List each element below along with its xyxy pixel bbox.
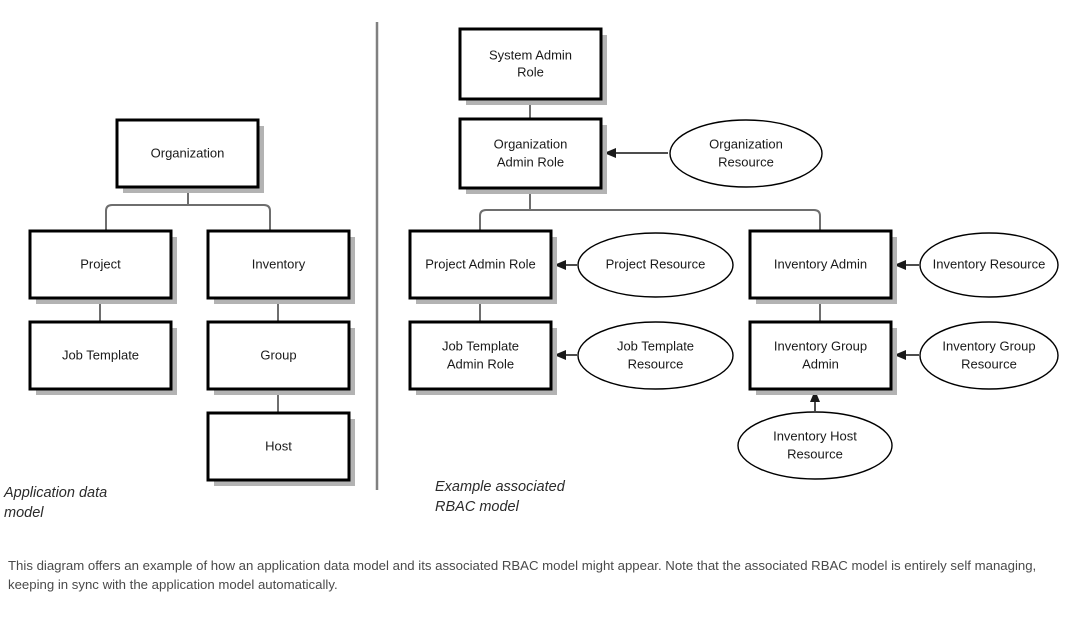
arrow-head-inventory-host-resource <box>810 390 820 402</box>
node-inventory[interactable]: Inventory <box>206 229 355 304</box>
node-label: Host <box>265 438 292 453</box>
node-label: Project Admin Role <box>425 256 536 271</box>
connector-organization-to-children <box>105 187 271 231</box>
arrow-head-job-template-resource <box>554 350 566 360</box>
node-label-line-2: Admin Role <box>497 154 564 169</box>
node-rect <box>28 229 173 300</box>
node-ellipse <box>919 232 1059 298</box>
node-label-line-2: Admin Role <box>447 356 514 371</box>
diagram-description-paragraph: This diagram offers an example of how an… <box>8 558 1037 592</box>
node-ellipse <box>919 321 1059 390</box>
node-job-template[interactable]: Job Template <box>28 320 177 395</box>
node-label-line-1: Organization <box>494 136 568 151</box>
node-label-line-1: Organization <box>709 136 783 151</box>
node-label-line-1: Inventory Group <box>942 338 1035 353</box>
node-label: Organization <box>151 145 225 160</box>
left-panel-caption-line-1: Application data <box>3 485 107 501</box>
right-panel-group: System Admin Role Organization Admin Rol… <box>408 27 1059 515</box>
node-label-line-2: Resource <box>961 356 1017 371</box>
node-inventory-resource[interactable]: Inventory Resource <box>919 232 1059 298</box>
node-ellipse <box>577 232 734 298</box>
node-label: Inventory Admin <box>774 256 867 271</box>
arrow-head-inventory-group-resource <box>894 350 906 360</box>
node-inventory-admin[interactable]: Inventory Admin <box>748 229 897 304</box>
node-label-line-2: Role <box>517 64 544 79</box>
node-label: Job Template <box>62 347 139 362</box>
node-label-line-2: Resource <box>787 446 843 461</box>
node-label: Inventory Resource <box>933 256 1046 271</box>
node-inventory-host-resource[interactable]: Inventory Host Resource <box>737 411 893 480</box>
node-rect <box>458 27 603 101</box>
node-rect <box>28 320 173 391</box>
node-project[interactable]: Project <box>28 229 177 304</box>
node-label-line-1: Job Template <box>442 338 519 353</box>
node-label-line-1: System Admin <box>489 47 572 62</box>
node-rect <box>206 411 351 482</box>
node-job-template-admin-role[interactable]: Job Template Admin Role <box>408 320 557 395</box>
node-label: Project Resource <box>606 256 706 271</box>
arrow-head-project-resource <box>554 260 566 270</box>
node-group[interactable]: Group <box>206 320 355 395</box>
connector-org-admin-to-children <box>479 188 821 231</box>
node-rect <box>748 320 893 391</box>
right-panel-arrows <box>554 148 919 411</box>
arrow-head-inventory-resource <box>894 260 906 270</box>
node-ellipse <box>577 321 734 390</box>
node-project-resource[interactable]: Project Resource <box>577 232 734 298</box>
node-label-line-2: Admin <box>802 356 839 371</box>
node-label-line-1: Job Template <box>617 338 694 353</box>
left-panel-caption-line-2: model <box>4 505 44 521</box>
node-inventory-group-admin[interactable]: Inventory Group Admin <box>748 320 897 395</box>
node-organization-resource[interactable]: Organization Resource <box>669 119 823 188</box>
node-label-line-2: Resource <box>628 356 684 371</box>
node-label-line-2: Resource <box>718 154 774 169</box>
node-organization[interactable]: Organization <box>115 118 264 193</box>
node-rect <box>206 229 351 300</box>
node-label: Group <box>260 347 296 362</box>
node-ellipse <box>669 119 823 188</box>
node-system-admin-role[interactable]: System Admin Role <box>458 27 607 105</box>
arrow-head-organization-resource <box>604 148 616 158</box>
node-label-line-1: Inventory Group <box>774 338 867 353</box>
left-panel-group: Organization Project Inventory Job Templ… <box>3 118 355 521</box>
node-ellipse <box>737 411 893 480</box>
right-panel-caption-line-2: RBAC model <box>435 499 520 515</box>
node-rect <box>115 118 260 189</box>
node-rect <box>408 229 553 300</box>
right-panel-caption-line-1: Example associated <box>435 479 566 495</box>
node-job-template-resource[interactable]: Job Template Resource <box>577 321 734 390</box>
node-rect <box>748 229 893 300</box>
node-rect <box>206 320 351 391</box>
node-host[interactable]: Host <box>206 411 355 486</box>
node-organization-admin-role[interactable]: Organization Admin Role <box>458 117 607 194</box>
node-label-line-1: Inventory Host <box>773 428 857 443</box>
node-rect <box>408 320 553 391</box>
node-project-admin-role[interactable]: Project Admin Role <box>408 229 557 304</box>
node-label: Project <box>80 256 121 271</box>
node-label: Inventory <box>252 256 306 271</box>
node-inventory-group-resource[interactable]: Inventory Group Resource <box>919 321 1059 390</box>
node-rect <box>458 117 603 190</box>
